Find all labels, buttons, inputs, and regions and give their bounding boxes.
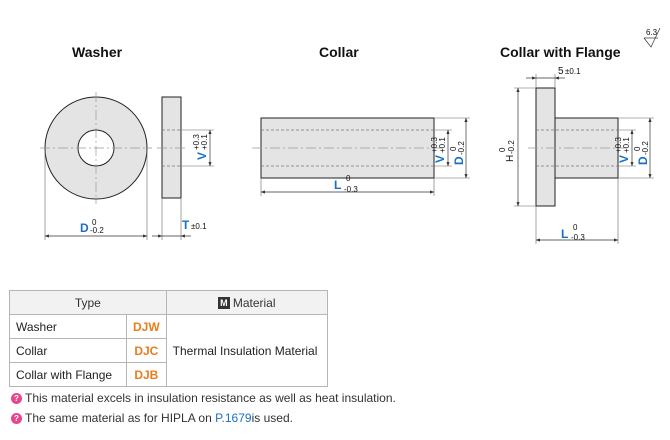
note-item: ? This material excels in insulation res…: [11, 388, 396, 408]
flange-disc: [535, 87, 556, 207]
svg-text:+0.3: +0.3: [430, 137, 439, 153]
collar-d-label: D: [452, 156, 466, 165]
note-text: This material excels in insulation resis…: [25, 391, 396, 405]
svg-text:-0.2: -0.2: [90, 226, 104, 235]
flange-title: Collar with Flange: [500, 44, 621, 60]
svg-text:-0.3: -0.3: [571, 233, 585, 242]
svg-text:0: 0: [498, 147, 507, 152]
type-code: DJC: [126, 338, 167, 363]
washer-view: Washer D 0 -0.2 V +0.3 +0.1 T ±: [40, 44, 214, 240]
note-text-prefix: The same material as for HIPLA on: [25, 411, 212, 425]
type-code: DJB: [126, 362, 167, 387]
note-item: ? The same material as for HIPLA on P.16…: [11, 408, 396, 428]
lightbulb-icon: ?: [11, 392, 22, 404]
table-row: Collar with Flange DJB: [9, 362, 328, 387]
washer-title: Washer: [72, 44, 123, 60]
svg-text:-0.2: -0.2: [457, 141, 466, 155]
svg-text:+0.1: +0.1: [438, 137, 447, 153]
type-name: Collar: [9, 338, 127, 363]
type-header: Type: [9, 290, 167, 315]
svg-text:+0.3: +0.3: [192, 134, 201, 150]
collar-view: Collar L 0 -0.3 V +0.3 +0.1 D 0 -0.2: [252, 44, 470, 196]
table-row: Collar DJC: [9, 338, 328, 363]
svg-text:0: 0: [346, 174, 351, 183]
svg-text:-0.2: -0.2: [507, 140, 516, 154]
washer-d-label: D: [80, 221, 89, 235]
washer-t-label: T: [182, 218, 190, 232]
note-text-suffix: is used.: [251, 411, 293, 425]
svg-text:-0.3: -0.3: [344, 185, 358, 194]
washer-side-view: [161, 96, 182, 199]
svg-text:0: 0: [633, 146, 642, 151]
roughness-value: 6.3: [646, 28, 658, 37]
table-row: Washer DJW Thermal Insulation Material: [9, 314, 328, 387]
notes: ? This material excels in insulation res…: [11, 388, 396, 428]
svg-text:-0.2: -0.2: [641, 141, 650, 155]
type-name: Washer: [9, 314, 127, 339]
lightbulb-icon: ?: [11, 412, 22, 424]
type-name: Collar with Flange: [9, 362, 127, 387]
flange-thickness-label: 5: [558, 66, 564, 77]
material-icon: M: [217, 297, 230, 310]
flange-v-label: V: [617, 155, 631, 163]
surface-roughness-symbol: 6.3: [643, 27, 661, 48]
collar-l-label: L: [334, 178, 341, 192]
flange-view: Collar with Flange 5 ±0.1 H 0 -0.2 L 0 -…: [498, 44, 654, 244]
flange-h-label: H: [505, 155, 516, 162]
svg-text:±0.1: ±0.1: [191, 222, 207, 231]
svg-text:0: 0: [449, 146, 458, 151]
type-code: DJW: [126, 314, 167, 339]
svg-text:0: 0: [573, 223, 578, 232]
collar-title: Collar: [319, 44, 359, 60]
collar-v-label: V: [433, 155, 447, 163]
svg-text:+0.1: +0.1: [622, 137, 631, 153]
material-header-label: Material: [232, 295, 276, 310]
page-link[interactable]: P.1679: [215, 411, 252, 425]
svg-text:+0.1: +0.1: [200, 134, 209, 150]
washer-v-label: V: [195, 152, 209, 160]
svg-text:+0.3: +0.3: [614, 137, 623, 153]
material-value: Thermal Insulation Material: [165, 314, 328, 387]
svg-text:±0.1: ±0.1: [565, 67, 581, 76]
flange-d-label: D: [636, 156, 650, 165]
svg-text:0: 0: [92, 218, 97, 227]
flange-l-label: L: [561, 227, 568, 241]
